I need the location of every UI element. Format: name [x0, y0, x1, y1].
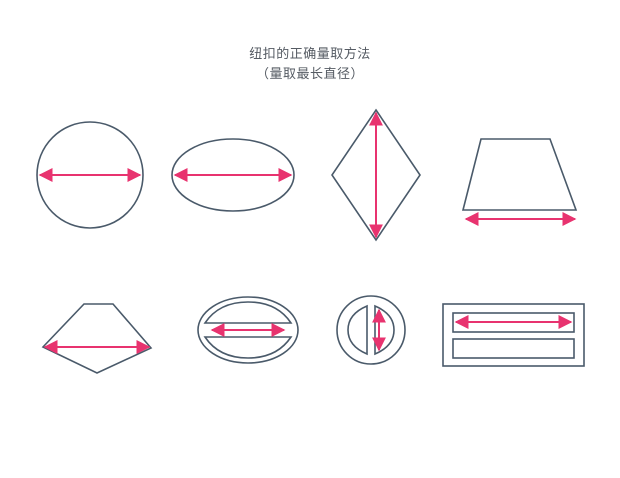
diagram-subtitle: （量取最长直径） — [255, 67, 364, 82]
oval-button-shape — [171, 138, 295, 212]
oval-slot-button-shape — [197, 296, 299, 364]
circle-button-shape — [36, 121, 144, 229]
rectangular-buckle-shape — [442, 303, 585, 367]
round-slot-button-shape — [336, 295, 406, 365]
trapezoid-button-shape — [461, 138, 578, 211]
pentagon-button-shape — [41, 303, 153, 374]
diamond-button-shape — [331, 108, 421, 242]
diagram-title: 纽扣的正确量取方法 — [249, 47, 371, 62]
